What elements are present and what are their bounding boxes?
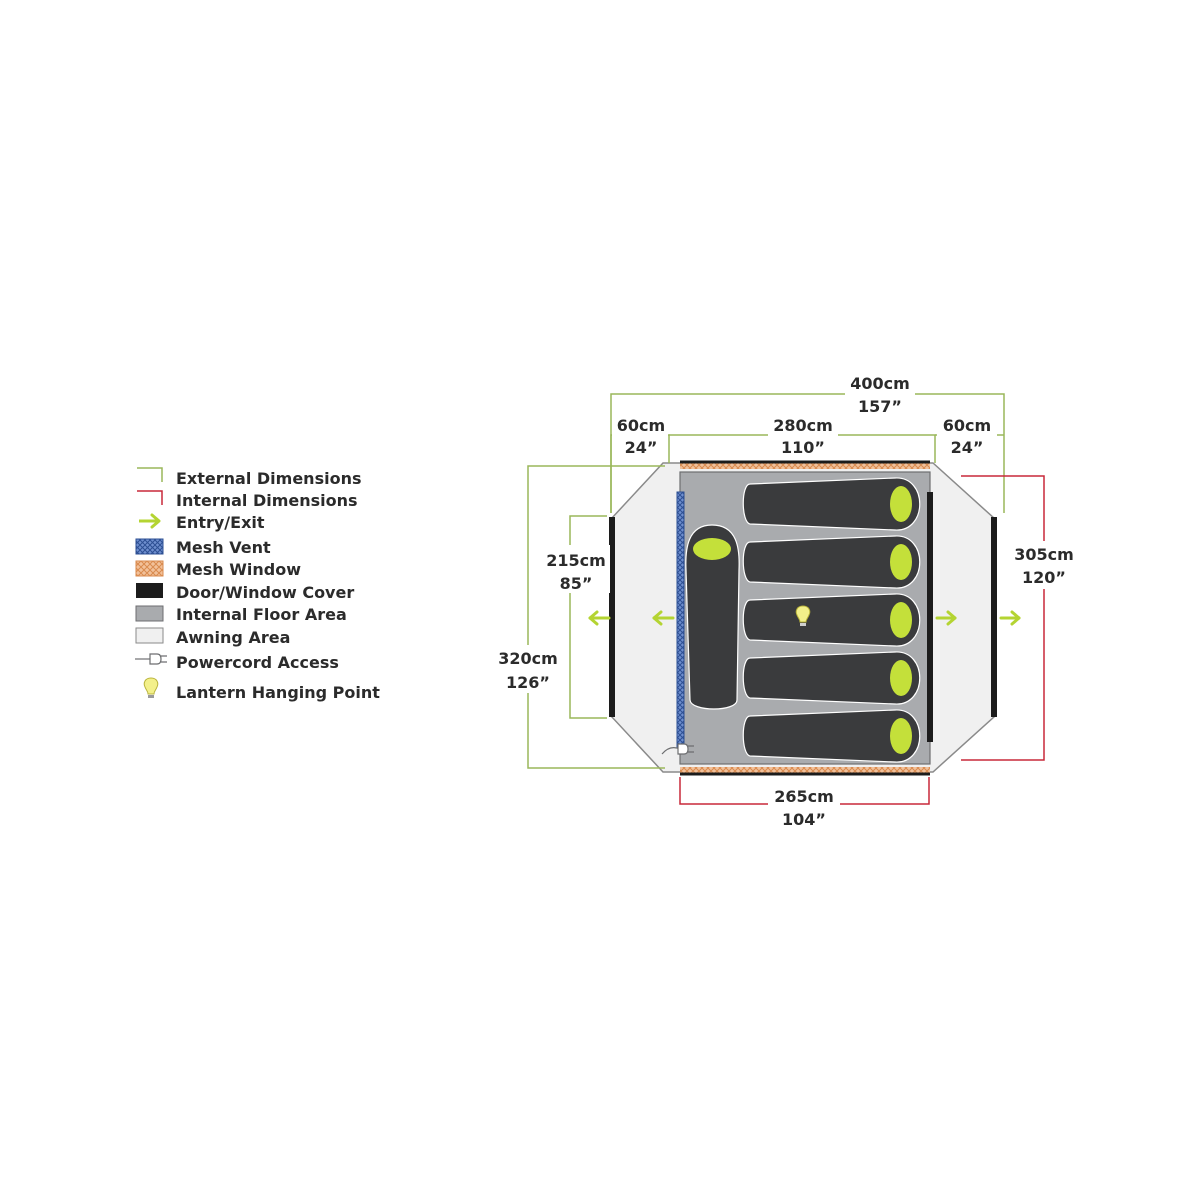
dim-total-width-metric: 400cm [850,374,910,393]
mesh-window-bottom [680,767,930,774]
legend-label-internal-dimensions: Internal Dimensions [176,491,358,510]
sleeping-bag [742,535,921,589]
dim-internal-width-metric: 265cm [774,787,834,806]
dimension-labels: 400cm 157” 60cm 24” 280cm 110” 60cm 24” … [492,371,1080,829]
internal-floor-icon [135,605,164,622]
dim-door-height-imperial: 85” [560,574,593,593]
dim-right-awning-metric: 60cm [943,416,991,435]
outer-door-right [991,517,997,717]
sleeping-bag [742,593,921,647]
legend-label-internal-floor-area: Internal Floor Area [176,605,347,624]
dim-right-awning-imperial: 24” [951,438,984,457]
outer-door-left [609,517,615,717]
dim-internal-depth-metric: 305cm [1014,545,1074,564]
dim-internal-width-imperial: 104” [782,810,826,829]
lantern-icon [143,677,159,698]
mesh-window-top [680,462,930,469]
legend-label-awning-area: Awning Area [176,628,290,647]
legend-label-door-window-cover: Door/Window Cover [176,583,354,602]
legend-label-mesh-vent: Mesh Vent [176,538,271,557]
entry-arrow-inner-left-icon [652,610,675,626]
legend-label-lantern-hanging-point: Lantern Hanging Point [176,683,380,702]
dim-external-depth-metric: 320cm [498,649,558,668]
sleeping-bag [742,477,921,531]
dim-line-external-depth [527,465,665,769]
dim-external-depth-imperial: 126” [506,673,550,692]
legend-label-entry-exit: Entry/Exit [176,513,265,532]
dim-line-door-height [569,515,607,719]
inner-door-right [927,492,933,742]
tent-plan [588,460,1021,776]
sleeping-bags [685,477,921,763]
lantern-hanging-point-icon [795,605,811,626]
internal-dimensions-icon [137,490,163,505]
mesh-vent-left [676,491,685,749]
legend: External Dimensions Internal Dimensions … [135,467,380,702]
door-window-cover-icon [136,583,163,598]
dim-left-awning-metric: 60cm [617,416,665,435]
awning-area-icon [135,627,164,644]
dim-room-metric: 280cm [773,416,833,435]
legend-label-powercord-access: Powercord Access [176,653,339,672]
entry-arrow-icon [139,513,161,529]
mesh-vent-icon [135,538,164,555]
dim-room-imperial: 110” [781,438,825,457]
mesh-window-icon [135,560,164,577]
dim-door-height-metric: 215cm [546,551,606,570]
sleeping-bag [742,651,921,705]
dim-line-internal-depth [961,475,1045,761]
legend-label-external-dimensions: External Dimensions [176,469,361,488]
powercord-access-icon [661,743,694,755]
sleeping-bag-vertical [685,524,740,710]
entry-arrow-outer-right-icon [999,610,1021,626]
external-dimensions-icon [137,467,163,482]
powercord-icon [135,653,167,665]
dim-internal-depth-imperial: 120” [1022,568,1066,587]
dim-total-width-imperial: 157” [858,397,902,416]
entry-arrow-outer-left-icon [588,610,611,626]
entry-arrow-inner-right-icon [935,610,957,626]
sleeping-bag [742,709,921,763]
dim-left-awning-imperial: 24” [625,438,658,457]
legend-label-mesh-window: Mesh Window [176,560,301,579]
